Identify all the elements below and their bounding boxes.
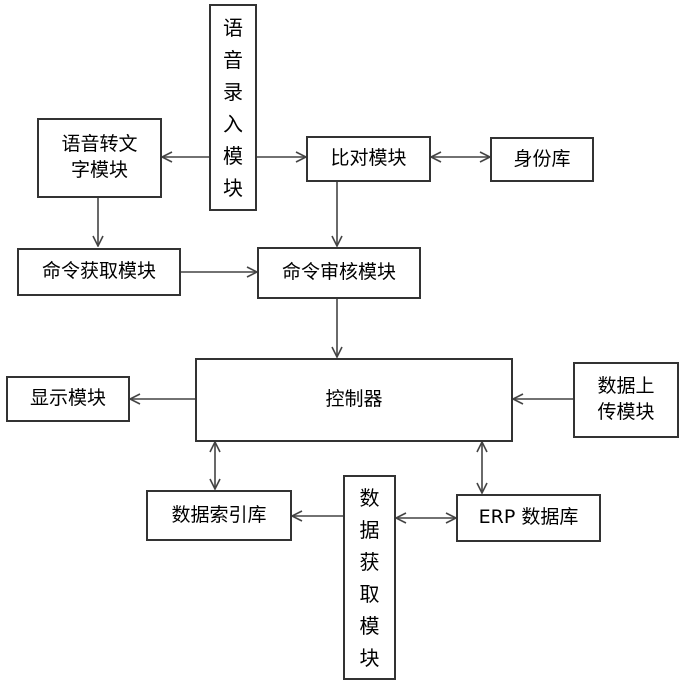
data-upload-line: 数据上: [597, 374, 654, 400]
identity-db: 身份库: [490, 137, 594, 182]
data-fetch-char: 获: [360, 546, 380, 578]
speech-to-text-line: 语音转文: [61, 132, 137, 158]
data-upload-module: 数据上 传模块: [573, 362, 679, 438]
voice-input-char: 入: [223, 108, 243, 140]
data-fetch-char: 块: [360, 642, 380, 674]
data-fetch-module: 数 据 获 取 模 块: [343, 475, 396, 680]
data-upload-line: 传模块: [597, 400, 654, 426]
controller-label: 控制器: [325, 387, 382, 413]
data-fetch-char: 据: [360, 514, 380, 546]
data-fetch-char: 数: [360, 482, 380, 514]
erp-db: ERP 数据库: [456, 494, 601, 542]
compare-module: 比对模块: [306, 136, 431, 182]
data-fetch-char: 取: [360, 578, 380, 610]
data-index-label: 数据索引库: [171, 503, 266, 529]
command-review-label: 命令审核模块: [282, 260, 396, 286]
identity-db-label: 身份库: [513, 147, 570, 173]
voice-input-char: 模: [223, 140, 243, 172]
data-fetch-char: 模: [360, 610, 380, 642]
voice-input-char: 音: [223, 44, 243, 76]
voice-input-char: 块: [223, 172, 243, 204]
compare-label: 比对模块: [330, 146, 406, 172]
data-index-db: 数据索引库: [146, 490, 292, 541]
erp-db-label: ERP 数据库: [479, 505, 579, 531]
voice-input-module: 语 音 录 入 模 块: [209, 4, 257, 211]
voice-input-char: 语: [223, 12, 243, 44]
speech-to-text-line: 字模块: [71, 158, 128, 184]
display-module: 显示模块: [6, 376, 130, 422]
controller: 控制器: [195, 358, 513, 442]
command-fetch-label: 命令获取模块: [42, 259, 156, 285]
display-label: 显示模块: [30, 386, 106, 412]
voice-input-char: 录: [223, 76, 243, 108]
command-fetch-module: 命令获取模块: [17, 248, 181, 296]
speech-to-text-module: 语音转文 字模块: [37, 118, 162, 198]
command-review-module: 命令审核模块: [257, 247, 421, 299]
